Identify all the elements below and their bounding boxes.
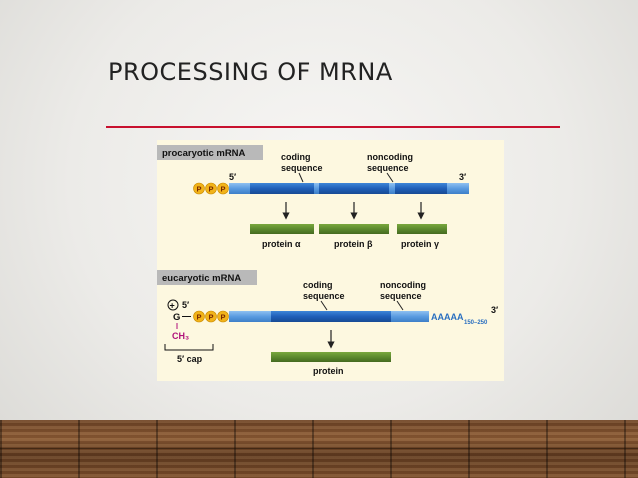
euk-phosphate-label: P — [209, 313, 214, 322]
cap-charge-icon — [167, 299, 179, 311]
euk-five-prime: 5′ — [182, 300, 189, 310]
pro-protein-label-alpha: protein α — [262, 239, 301, 249]
euk-noncoding-label-1: noncoding — [380, 280, 426, 290]
pro-protein-label-beta: protein β — [334, 239, 373, 249]
euk-protein-bar — [271, 352, 391, 362]
euk-coding-label-2: sequence — [303, 291, 345, 301]
phosphate-icon — [217, 310, 229, 323]
pro-phosphate-label: P — [209, 185, 214, 194]
euk-coding-pointer — [320, 300, 328, 311]
pro-phosphate-group: P P P — [193, 182, 229, 195]
pro-three-prime: 3′ — [459, 172, 466, 182]
pro-noncoding-label-1: noncoding — [367, 152, 413, 162]
poly-a-tail: AAAAA — [431, 312, 464, 322]
cap-charge-sign: + — [170, 301, 175, 311]
prokaryotic-label-box — [157, 145, 263, 160]
euk-phosphate-group: P P P — [193, 310, 229, 323]
euk-phosphate-label: P — [197, 313, 202, 322]
slide-title: PROCESSING OF MRNA — [108, 58, 393, 86]
poly-a-length: 150–250 — [464, 320, 488, 326]
phosphate-icon — [217, 182, 229, 195]
cap-label: 5′ cap — [177, 354, 203, 364]
wood-floor-background — [0, 420, 638, 478]
eukaryotic-label: eucaryotic mRNA — [162, 273, 241, 284]
euk-protein-label: protein — [313, 366, 344, 376]
mrna-diagram: procaryotic mRNA coding sequence noncodi… — [157, 145, 498, 376]
phosphate-icon — [205, 182, 217, 195]
phosphate-icon — [205, 310, 217, 323]
pro-phosphate-label: P — [197, 185, 202, 194]
pro-coding-label-2: sequence — [281, 163, 323, 173]
floor-seam — [0, 448, 638, 449]
cap-guanine: G — [173, 312, 180, 323]
euk-noncoding-label-2: sequence — [380, 291, 422, 301]
euk-coding-label-1: coding — [303, 280, 333, 290]
pro-protein-bar-gamma — [397, 224, 447, 234]
pro-phosphate-label: P — [221, 185, 226, 194]
eukaryotic-label-box — [157, 270, 257, 285]
pro-coding-pointer — [298, 172, 304, 183]
pro-coding-region-2 — [319, 183, 389, 194]
cap-bracket — [164, 344, 214, 351]
prokaryotic-label: procaryotic mRNA — [162, 148, 246, 159]
pro-protein-bar-alpha — [250, 224, 314, 234]
title-divider — [106, 126, 560, 128]
phosphate-icon — [193, 310, 205, 323]
pro-five-prime: 5′ — [229, 172, 236, 182]
pro-noncoding-label-2: sequence — [367, 163, 409, 173]
pro-coding-label-1: coding — [281, 152, 311, 162]
phosphate-icon — [193, 182, 205, 195]
pro-coding-region-3 — [395, 183, 447, 194]
euk-phosphate-label: P — [221, 313, 226, 322]
pro-noncoding-pointer — [386, 172, 394, 183]
pro-protein-label-gamma: protein γ — [401, 239, 439, 249]
methyl-group: CH₃ — [172, 331, 189, 341]
pro-coding-region-1 — [250, 183, 314, 194]
euk-three-prime: 3′ — [491, 305, 498, 315]
pro-protein-bar-beta — [319, 224, 389, 234]
mrna-figure: procaryotic mRNA coding sequence noncodi… — [157, 140, 504, 381]
euk-coding-region — [271, 311, 391, 322]
euk-noncoding-pointer — [396, 300, 404, 311]
